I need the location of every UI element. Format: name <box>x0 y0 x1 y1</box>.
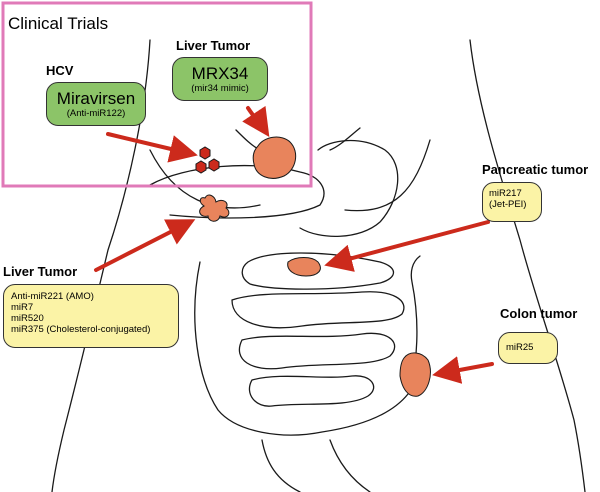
arrows <box>94 105 494 384</box>
neck-right <box>329 127 361 151</box>
small-intestine-1 <box>231 291 405 329</box>
miravirsen-box: Miravirsen (Anti-miR122) <box>46 82 146 126</box>
clinical-trials-title: Clinical Trials <box>8 14 109 33</box>
liver-tumor-preclinical-box: Anti-miR221 (AMO) miR7 miR520 miR375 (Ch… <box>3 284 179 348</box>
colon-line-1: miR25 <box>506 342 534 353</box>
small-intestine-2 <box>238 332 396 370</box>
hcv-virus-particles <box>195 146 220 174</box>
colon-outline <box>194 255 421 436</box>
pancreatic-line-1: miR217 <box>489 188 522 199</box>
liver-preclinical-line-2: miR7 <box>11 302 34 313</box>
ribcage-left <box>149 149 261 209</box>
pancreatic-tumor-box: miR217 (Jet-PEI) <box>482 182 542 222</box>
pancreatic-tumor-heading: Pancreatic tumor <box>482 162 589 177</box>
liver-preclinical-line-4: miR375 (Cholesterol-conjugated) <box>11 324 151 335</box>
neck-left <box>235 129 261 151</box>
arrow-hcv <box>106 132 198 163</box>
miravirsen-desc: (Anti-miR122) <box>66 108 126 119</box>
pancreas-outline <box>241 252 395 290</box>
rectum-outline <box>261 439 371 492</box>
clinical-trials-panel <box>1 1 313 188</box>
liver-preclinical-line-1: Anti-miR221 (AMO) <box>11 291 94 302</box>
arrow-pancreatic <box>324 220 490 272</box>
colon-tumor <box>399 352 431 397</box>
arrow-colon <box>432 356 494 384</box>
miravirsen-name: Miravirsen <box>56 89 136 108</box>
colon-tumor-box: miR25 <box>498 332 558 364</box>
liver-tumor-preclinical-heading: Liver Tumor <box>3 264 78 279</box>
hcv-heading: HCV <box>46 63 74 78</box>
liver-tumor-trial-heading: Liver Tumor <box>176 38 251 53</box>
pancreatic-tumor <box>287 257 321 277</box>
liver-tumor-preclinical <box>199 194 230 222</box>
pancreatic-line-2: (Jet-PEI) <box>489 199 527 210</box>
arrow-liver-preclinical <box>94 219 196 272</box>
ribcage-right <box>344 139 431 212</box>
mrx34-name: MRX34 <box>191 64 249 83</box>
stomach-outline <box>299 139 399 237</box>
tumors <box>195 136 431 397</box>
liver-preclinical-line-3: miR520 <box>11 313 44 324</box>
colon-tumor-heading: Colon tumor <box>500 306 578 321</box>
liver-tumor-clinical <box>252 136 297 179</box>
mrx34-desc: (mir34 mimic) <box>191 83 249 94</box>
liver-outline <box>149 164 325 219</box>
arrow-mrx34 <box>242 105 270 137</box>
right-body-contour <box>469 39 586 492</box>
small-intestine-3 <box>248 375 375 407</box>
mrx34-box: MRX34 (mir34 mimic) <box>172 57 268 101</box>
